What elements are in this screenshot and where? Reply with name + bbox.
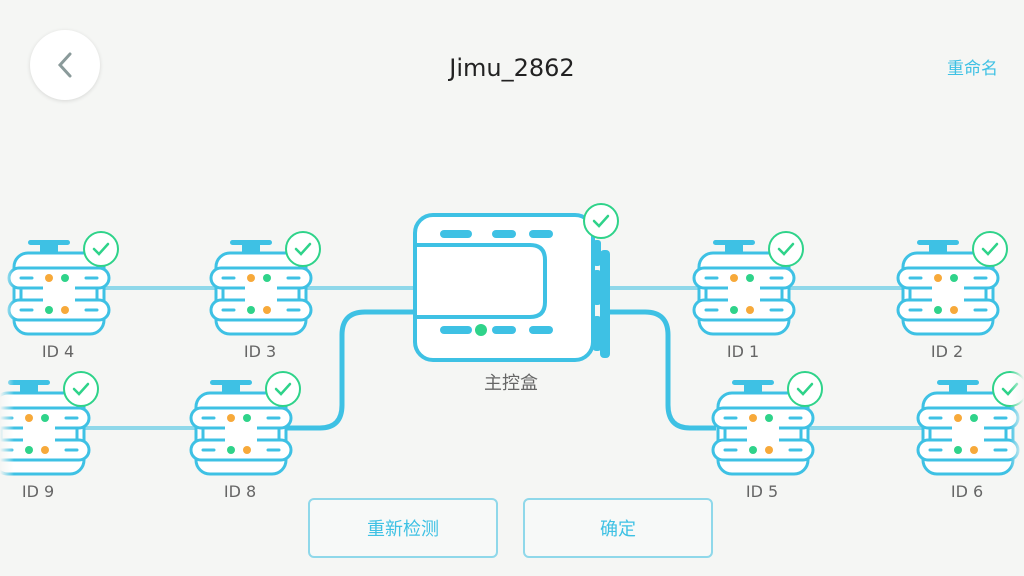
- check-badge-icon: [83, 231, 119, 267]
- confirm-button[interactable]: 确定: [523, 498, 713, 558]
- servo-id-4[interactable]: [7, 231, 119, 336]
- servo-id-8[interactable]: [189, 371, 301, 476]
- servo-label: ID 2: [930, 342, 964, 361]
- servo-label: ID 3: [243, 342, 277, 361]
- check-badge-icon: [265, 371, 301, 407]
- recheck-button[interactable]: 重新检测: [308, 498, 498, 558]
- controller-label: 主控盒: [484, 373, 538, 394]
- check-badge-icon: [63, 371, 99, 407]
- servo-label: ID 1: [726, 342, 760, 361]
- servo-id-5[interactable]: [711, 371, 823, 476]
- servo-label: ID 6: [950, 482, 984, 501]
- check-badge-icon: [787, 371, 823, 407]
- servo-id-1[interactable]: [692, 231, 804, 336]
- check-badge-icon: [992, 371, 1024, 407]
- servo-label: ID 5: [745, 482, 779, 501]
- check-badge-icon: [972, 231, 1008, 267]
- check-badge-icon: [583, 203, 619, 239]
- servo-label: ID 4: [41, 342, 75, 361]
- servo-id-2[interactable]: [896, 231, 1008, 336]
- servo-label: ID 9: [21, 482, 55, 501]
- servo-id-6[interactable]: [916, 371, 1024, 476]
- servo-id-3[interactable]: [209, 231, 321, 336]
- check-badge-icon: [768, 231, 804, 267]
- rename-button[interactable]: 重命名: [947, 59, 998, 79]
- back-button[interactable]: [30, 30, 100, 100]
- servo-label: ID 8: [223, 482, 257, 501]
- page-title: Jimu_2862: [449, 54, 575, 82]
- servo-id-9[interactable]: [0, 371, 99, 476]
- chevron-left-icon: [57, 52, 72, 78]
- check-badge-icon: [285, 231, 321, 267]
- main-controller-icon[interactable]: [413, 213, 610, 362]
